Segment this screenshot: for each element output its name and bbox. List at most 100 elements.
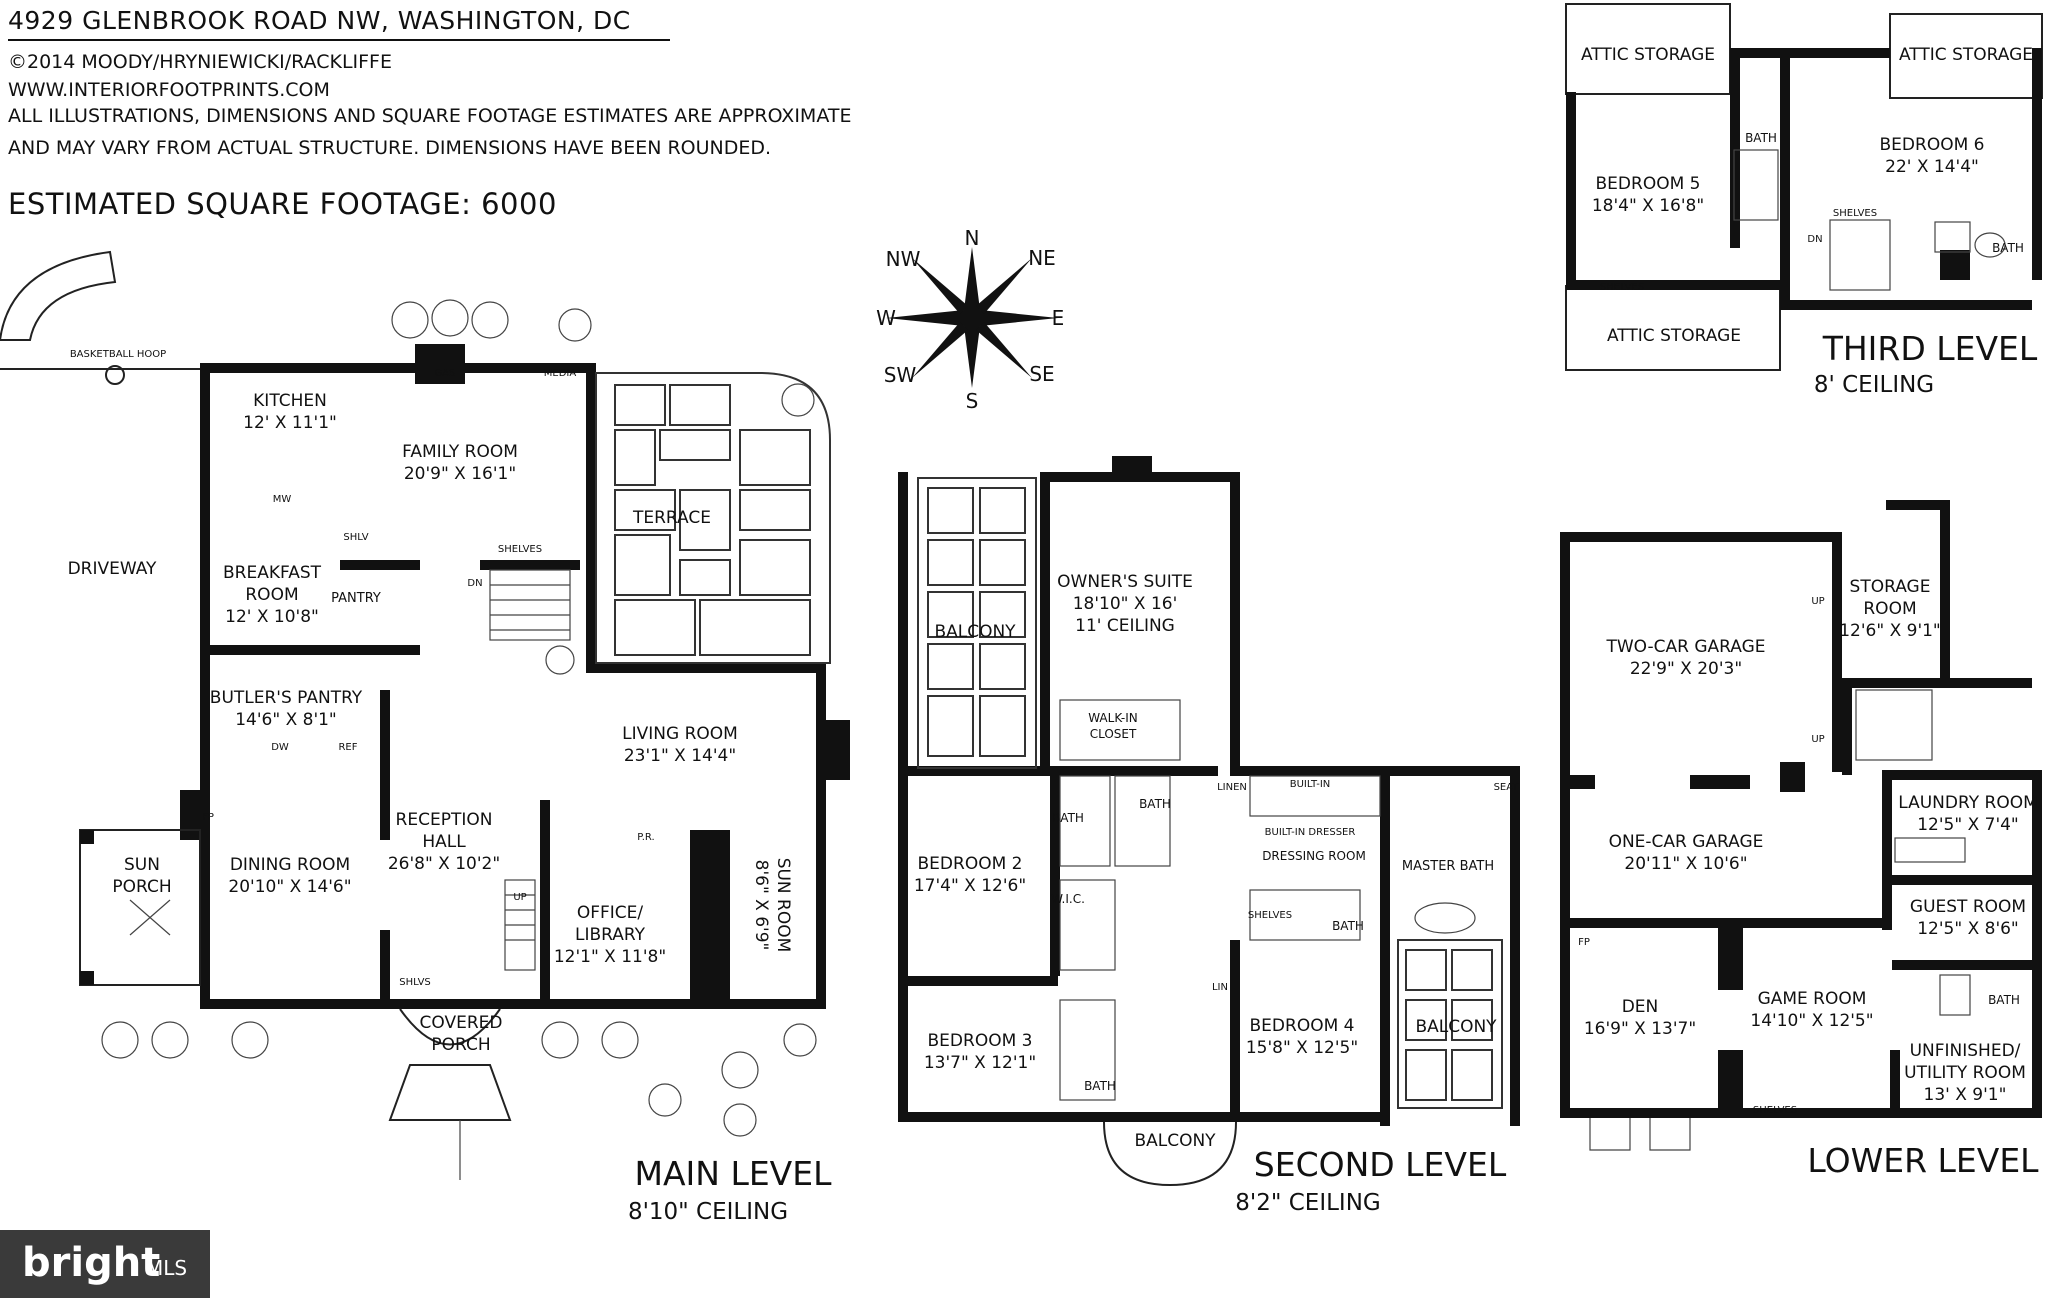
wall-storage-south [1842,678,2032,688]
bedroom-6-dim: 22' X 14'4" [1885,157,1979,177]
linen-label: LINEN [1217,782,1247,793]
up-label-lower-1: UP [1811,596,1824,607]
compass-ne: NE [1028,246,1056,270]
wall-storage-east [1940,500,1950,680]
second-level-fixtures [1059,699,1476,1101]
den-label: DEN [1622,997,1659,1017]
game-room-label: GAME ROOM [1758,989,1867,1009]
fp-label: FP [202,812,214,823]
third-level-title: THIRD LEVEL [1822,329,2038,368]
shlv-label: SHLV [343,532,368,543]
bath-label-2b: BATH [1139,797,1171,811]
storage-room-label-1: STORAGE [1850,577,1931,597]
sun-porch-structure [79,829,201,986]
wall-3-north [1730,48,1890,58]
den-dim: 16'9" X 13'7" [1584,1019,1696,1039]
compass-nw: NW [886,247,921,271]
office-label-2: LIBRARY [575,925,646,945]
kitchen-dim: 12' X 11'1" [243,413,337,433]
wall-utility [1890,1050,1900,1110]
terrace-label: TERRACE [632,508,711,528]
up-label-lower-2: UP [1811,734,1824,745]
chimney-3 [1940,250,1970,280]
owners-suite-ceiling: 11' CEILING [1075,616,1175,636]
compass-e: E [1052,306,1065,330]
bedroom-6-label: BEDROOM 6 [1880,135,1985,155]
fp-label-lower: FP [1578,937,1590,948]
curved-walk [0,250,117,341]
second-level-plan: BALCONY OWNER'S SUITE 18'10" X 16' 11' C… [898,456,1520,1216]
main-level-ceiling: 8'10" CEILING [628,1199,788,1225]
covered-porch-label-2: PORCH [431,1035,490,1055]
wall-laundry-north [1892,770,2042,780]
lower-level-plan: TWO-CAR GARAGE 22'9" X 20'3" STORAGE ROO… [1560,500,2042,1180]
wall-l-north [1560,532,1842,542]
laundry-room-dim: 12'5" X 7'4" [1917,815,2019,835]
wall-bed3 [898,976,1058,986]
header: 4929 GLENBROOK ROAD NW, WASHINGTON, DC ©… [8,6,851,221]
utility-room-dim: 13' X 9'1" [1924,1085,2007,1105]
up-label: UP [513,892,526,903]
wall-family-east [586,363,596,673]
landscaping-bushes [101,299,817,1137]
butlers-pantry-label: BUTLER'S PANTRY [210,688,363,708]
wic-label: W.I.C. [1051,892,1085,906]
copyright: ©2014 MOODY/HRYNIEWICKI/RACKLIFFE [8,51,392,73]
sun-room-dim: 8'6" X 6'9" [751,860,771,951]
wall-stair [480,560,580,570]
reception-hall-label-2: HALL [422,832,466,852]
driveway-label: DRIVEWAY [68,559,157,579]
bath-label-3b: BATH [1992,241,2024,255]
office-label-1: OFFICE/ [577,903,644,923]
family-room-label: FAMILY ROOM [402,442,518,462]
wall-pantry [340,560,420,570]
wall-3-mid [1730,48,1740,248]
sun-porch-label-1: SUN [124,855,160,875]
balcony-label-south: BALCONY [1134,1131,1216,1151]
family-room-dim: 20'9" X 16'1" [404,464,516,484]
shelves-label-lower: SHELVES [1753,1105,1797,1116]
wall-owner-west [1040,472,1050,772]
disclaimer-1: ALL ILLUSTRATIONS, DIMENSIONS AND SQUARE… [8,105,852,127]
wall-porch [380,930,390,1000]
gas-fp-label: GAS [435,368,456,379]
compass-se: SE [1029,362,1054,386]
website: WWW.INTERIORFOOTPRINTS.COM [8,79,330,101]
one-car-garage-dim: 20'11" X 10'6" [1624,854,1747,874]
bath-label-lower: BATH [1988,993,2020,1007]
seat-label: SEAT [1494,782,1520,793]
compass-s: S [966,389,979,413]
compass-rose: N NE E SE S SW W NW [876,226,1064,413]
built-in-dresser-label: BUILT-IN DRESSER [1265,827,1356,838]
storage-room-label-2: ROOM [1863,599,1916,619]
butlers-pantry-dim: 14'6" X 8'1" [235,710,337,730]
wall-3-east [2032,48,2042,280]
pr-label: P.R. [637,832,654,843]
third-level-fixtures [1733,149,2006,291]
bedroom-5-label: BEDROOM 5 [1596,174,1701,194]
lin-label: LIN [1212,982,1228,993]
square-footage: ESTIMATED SQUARE FOOTAGE: 6000 [8,187,557,221]
wall-laundry-west [1882,770,1892,930]
wall-laundry-south [1892,875,2042,885]
terrace-paving [595,372,831,664]
attic-storage-label-s: ATTIC STORAGE [1607,326,1741,346]
fireplace-living [820,720,850,780]
office-dim: 12'1" X 11'8" [554,947,666,967]
dn-label-3: DN [1807,234,1822,245]
bedroom-5-dim: 18'4" X 16'8" [1592,196,1704,216]
main-stairs [489,569,571,971]
wall-bed4 [1230,940,1240,1120]
owners-suite-dim: 18'10" X 16' [1073,594,1178,614]
fireplace-dining [180,790,210,840]
wall-2-south [898,1112,1388,1122]
walk-in-label-1: WALK-IN [1088,711,1138,725]
logo-suffix: MLS [146,1256,188,1280]
breakfast-room-label-2: ROOM [245,585,298,605]
balcony-label-east: BALCONY [1415,1017,1497,1037]
covered-porch-label-1: COVERED [420,1013,503,1033]
logo-brand: bright [22,1240,161,1286]
shlvs-label: SHLVS [399,977,431,988]
wall-l-south [1560,1108,2042,1118]
mw-label: MW [273,494,292,505]
